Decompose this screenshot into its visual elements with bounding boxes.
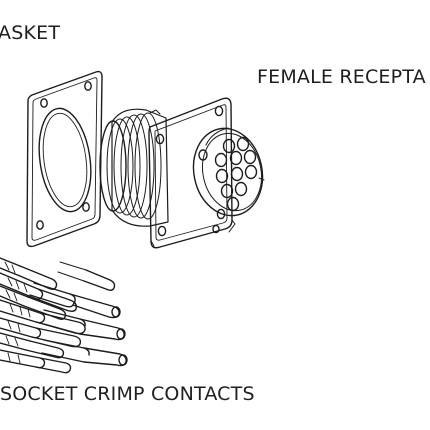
contact-pin xyxy=(43,309,126,341)
contact-pin xyxy=(0,317,82,348)
socket-contacts-drawing xyxy=(0,257,128,374)
receptacle-flange-drawing xyxy=(148,97,236,249)
receptacle-insert-drawing xyxy=(192,127,265,217)
gasket-label: ASKET xyxy=(0,22,61,44)
contact-pin xyxy=(0,285,67,320)
gasket-drawing xyxy=(26,70,103,248)
receptacle-barrel-drawing xyxy=(99,108,169,227)
contact-pin xyxy=(29,282,121,319)
contact-pin xyxy=(57,261,116,291)
socket-crimp-contacts-label: SOCKET CRIMP CONTACTS xyxy=(0,383,255,405)
contact-pin xyxy=(0,332,65,359)
contact-pin xyxy=(0,349,72,374)
female-receptacle-label: FEMALE RECEPTA xyxy=(257,66,426,88)
contact-pin xyxy=(0,257,58,290)
contact-pin xyxy=(0,272,78,312)
contact-pin xyxy=(41,339,128,367)
